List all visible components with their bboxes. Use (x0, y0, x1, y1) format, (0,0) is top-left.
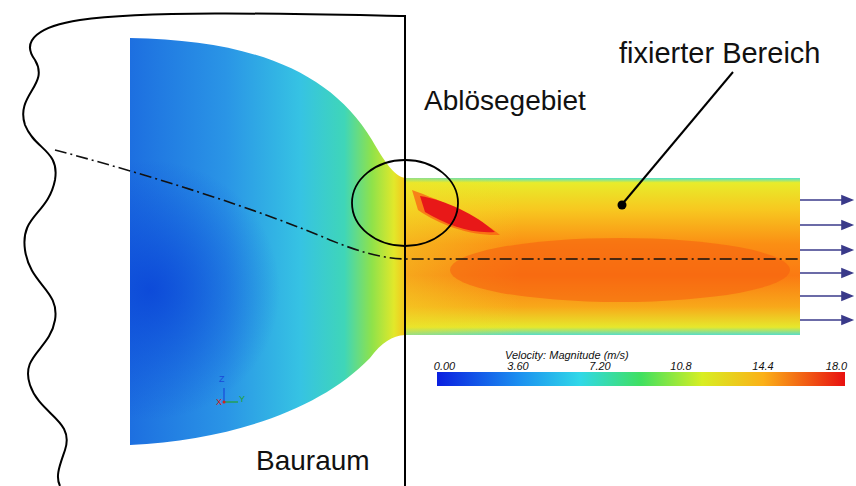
axis-label: Y (239, 395, 245, 405)
nozzle-contour (120, 30, 410, 450)
axis-label: X (216, 398, 222, 408)
colorbar (437, 372, 845, 386)
region-label: fixierter Bereich (619, 38, 820, 70)
axis-label: Z (219, 375, 225, 385)
colorbar-tick: 3.60 (507, 360, 528, 372)
leader-dot (618, 201, 627, 210)
bauraum-outline (23, 14, 405, 486)
colorbar-tick: 18.0 (826, 360, 847, 372)
leader-line (624, 72, 733, 202)
axis-triad (223, 388, 239, 404)
outlet-arrows (800, 196, 852, 324)
separation-ellipse (352, 160, 458, 246)
region-label: Ablösegebiet (424, 86, 586, 117)
colorbar-tick: 7.20 (589, 360, 610, 372)
centerline (55, 150, 800, 259)
colorbar-title: Velocity: Magnitude (m/s) (505, 349, 629, 361)
colorbar-tick: 14.4 (752, 360, 773, 372)
colorbar-tick: 0.00 (434, 360, 455, 372)
colorbar-tick: 10.8 (670, 360, 691, 372)
region-label: Bauraum (256, 446, 370, 477)
duct-contour (405, 178, 800, 335)
